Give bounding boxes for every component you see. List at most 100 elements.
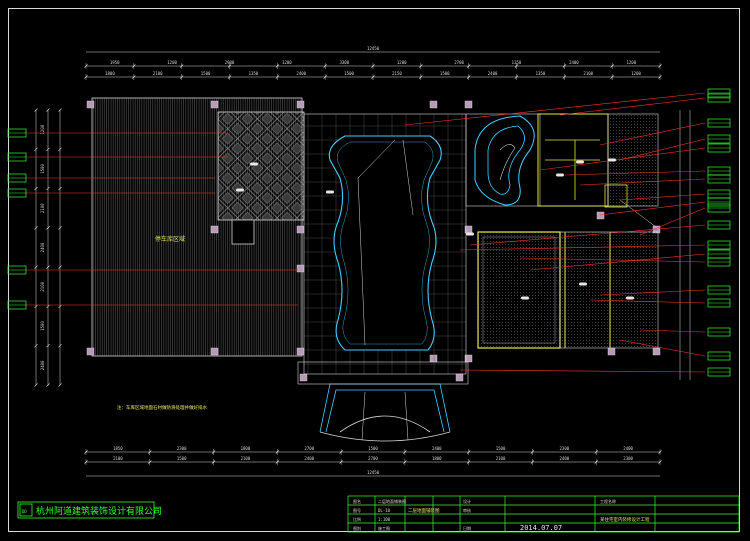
tb-value-2: 1:100	[378, 517, 391, 522]
material-tags-left	[7, 128, 27, 310]
bottom-dimension-ticks	[84, 449, 662, 465]
dimension-tick	[46, 147, 50, 151]
stair-area	[465, 113, 661, 231]
company-name: 杭州阿道建筑装饰设计有限公司	[36, 505, 162, 517]
leader-line	[564, 170, 706, 176]
leader-line	[459, 244, 706, 251]
leader-line	[579, 178, 706, 186]
material-marker	[326, 190, 334, 194]
tb-label-2: 比例	[353, 516, 361, 522]
bottom-dim-value: 2100	[496, 456, 506, 461]
dimension-tick	[46, 108, 50, 112]
checked-label: 审核	[463, 507, 471, 513]
dimension-tick	[34, 147, 38, 151]
left-dim-value: 2400	[40, 360, 45, 370]
top-dim-value: 1200	[167, 60, 177, 65]
leader-line	[469, 224, 706, 246]
bottom-dim-value: 2700	[304, 446, 314, 451]
date-label: 日期	[463, 525, 471, 531]
leader-line	[529, 253, 706, 271]
leader-line	[599, 122, 706, 146]
bottom-dim-value: 1850	[113, 446, 123, 451]
top-dim-value: 1500	[201, 71, 211, 76]
tb-label-3: 图别	[353, 525, 361, 531]
material-marker	[250, 162, 258, 166]
drawing-date: 2014.07.07	[520, 524, 562, 532]
left-dim-value: 2100	[40, 203, 45, 213]
top-dim-value: 2150	[392, 71, 402, 76]
leader-line	[639, 329, 706, 333]
bottom-dim-value: 1500	[177, 456, 187, 461]
dimension-tick	[58, 383, 62, 387]
overall-dim-bottom-label: 12450	[367, 470, 380, 475]
top-dim-value: 1200	[397, 60, 407, 65]
company-logo: DD	[22, 509, 27, 514]
top-dim-value: 1350	[512, 60, 522, 65]
bottom-dim-value: 2300	[623, 456, 633, 461]
bottom-dim-value: 2400	[304, 456, 314, 461]
dimension-tick	[46, 304, 50, 309]
dimension-tick	[58, 226, 62, 230]
left-dim-value: 1200	[40, 124, 45, 134]
leader-line	[559, 97, 706, 116]
central-hall	[303, 113, 467, 375]
company-block: DD 杭州阿道建筑装饰设计有限公司	[17, 501, 162, 519]
dimension-tick	[58, 108, 62, 112]
bottom-dim-value: 2100	[113, 456, 123, 461]
bottom-dim-value: 2400	[432, 446, 442, 451]
tb-value-3: 施工图	[378, 525, 390, 531]
right-dimension-chain	[679, 110, 691, 380]
material-leader-lines	[26, 92, 706, 373]
tb-label-0: 图名	[353, 498, 361, 504]
top-dim-value: 1500	[440, 71, 450, 76]
top-dim-value: 2400	[296, 71, 306, 76]
dimension-tick	[34, 383, 38, 387]
leader-line	[639, 207, 706, 236]
top-dim-value: 1350	[249, 71, 259, 76]
project-name: 某住宅室内装修设计工程	[600, 516, 650, 523]
bottom-dim-value: 1800	[432, 456, 442, 461]
dimension-tick	[58, 147, 62, 151]
dimension-tick	[34, 186, 38, 191]
dimension-tick	[58, 265, 62, 269]
dimension-tick	[46, 226, 50, 230]
left-dim-value: 1500	[40, 164, 45, 174]
bottom-dim-value: 1500	[496, 446, 506, 451]
dimension-tick	[46, 265, 50, 269]
leader-line	[619, 339, 706, 357]
leader-line	[599, 289, 706, 296]
dimension-tick	[58, 186, 62, 191]
top-dim-value: 1800	[105, 71, 115, 76]
title-block-text: 图名 图号 比例 图别 二层地面铺装图 DL-10 1:100 施工图 二层地面…	[353, 498, 650, 532]
dimension-tick	[46, 383, 50, 387]
material-marker	[579, 282, 587, 286]
top-dim-value: 2400	[488, 71, 498, 76]
dimension-tick	[34, 265, 38, 269]
tb-value-1: DL-10	[378, 508, 391, 513]
leader-line	[619, 138, 706, 161]
material-marker	[608, 158, 616, 162]
bottom-dim-value: 1800	[241, 446, 251, 451]
top-dim-value: 1200	[631, 71, 641, 76]
top-dim-value: 1200	[626, 60, 636, 65]
entrance-porch	[297, 361, 469, 442]
bottom-dim-value: 1500	[368, 446, 378, 451]
drawing-name: 二层地面铺装图	[408, 507, 440, 514]
top-dim-value: 2400	[569, 60, 579, 65]
leader-line	[619, 193, 706, 201]
material-marker	[521, 296, 529, 300]
top-dim-value: 2100	[583, 71, 593, 76]
top-dimension-ticks	[84, 63, 662, 80]
garage-label: 停车库区域	[155, 235, 185, 243]
top-dim-value: 1950	[110, 60, 120, 65]
left-dim-value: 2100	[40, 281, 45, 291]
material-marker	[236, 188, 244, 192]
left-dimension-ticks	[34, 108, 62, 387]
top-dim-value: 3300	[339, 60, 349, 65]
bottom-dim-value: 2700	[368, 456, 378, 461]
